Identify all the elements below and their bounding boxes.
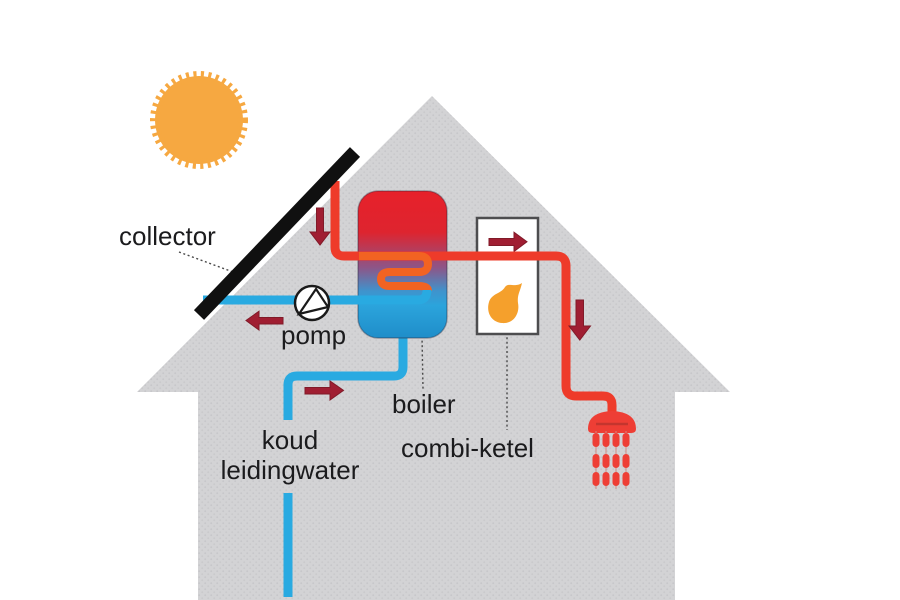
flow-arrow-left-pump [245, 310, 284, 331]
cold-water-pipe [283, 333, 408, 597]
collector-label: collector [119, 221, 216, 251]
flow-arrow-down-collector [308, 207, 332, 246]
flow-arrow-down-shower [567, 299, 592, 341]
shower-head-icon [588, 411, 636, 489]
sun-icon [150, 71, 248, 169]
pomp-label: pomp [281, 320, 347, 350]
flow-arrow-right-coldwater [304, 380, 345, 401]
flame-icon [488, 283, 522, 324]
boiler-tank [357, 190, 448, 339]
collector-leader-line [178, 251, 234, 273]
koud-leidingwater-label: koud leidingwater [205, 425, 375, 485]
combi-ketel-label: combi-ketel [401, 433, 534, 463]
collector-return-pipe [203, 289, 432, 305]
solar-collector-panel [193, 147, 361, 320]
pump-icon [293, 284, 331, 322]
boiler-coil-hot [359, 252, 433, 292]
flow-arrow-right-combiketel [488, 231, 528, 253]
shower-spray [592, 431, 630, 489]
house-silhouette [137, 96, 730, 600]
koud-leidingwater-line2: leidingwater [220, 455, 360, 485]
koud-leidingwater-line1: koud [261, 425, 319, 455]
hot-water-pipe [330, 181, 617, 416]
boiler-label: boiler [392, 389, 456, 419]
